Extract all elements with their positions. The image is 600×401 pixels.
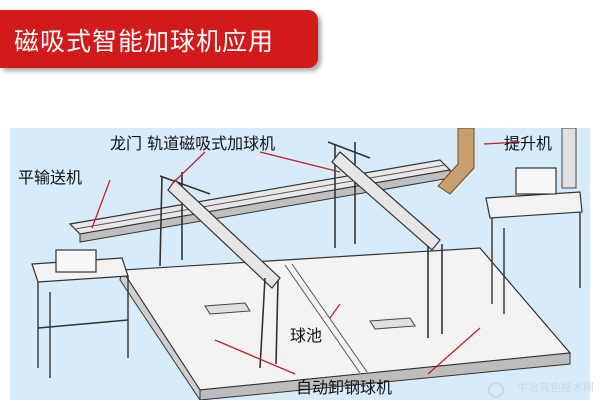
boom-center: [331, 151, 441, 251]
watermark: 中冶有色技术网: [517, 381, 594, 394]
label-ball-pool: 球池: [290, 326, 323, 345]
pool-side-wall: [199, 352, 571, 400]
boom-left: [167, 179, 281, 289]
page-title: 磁吸式智能加球机应用: [14, 27, 275, 56]
right-hopper-top: [485, 191, 583, 219]
leg-left-b: [275, 279, 279, 365]
title-banner: 磁吸式智能加球机应用: [0, 10, 318, 68]
pool-divider-2: [291, 263, 368, 373]
rail-centerline: [74, 164, 446, 230]
left-hopper-box: [55, 249, 97, 273]
leg-left-a: [259, 277, 266, 369]
unloader-grate-2: [204, 302, 251, 315]
right-station-frame: [491, 212, 581, 314]
watermark-logo-icon: [488, 382, 504, 398]
unloader-grate-1: [369, 317, 416, 330]
label-conveyor: 平输送机: [18, 168, 83, 187]
callout-lines: [91, 141, 521, 375]
right-hopper-box: [515, 167, 557, 195]
equipment-drawing: [31, 128, 583, 400]
label-elevator: 提升机: [504, 134, 553, 153]
elevator-column: [561, 128, 577, 189]
pool-divider: [284, 264, 361, 374]
elevator-chute: [437, 128, 475, 195]
label-gantry: 龙门 轨道磁吸式加球机: [110, 134, 276, 153]
label-unloader: 自动卸钢球机: [296, 378, 393, 397]
equipment-diagram: 龙门 轨道磁吸式加球机 提升机 平输送机 球池 自动卸钢球机: [10, 128, 590, 400]
left-station-frame: [37, 276, 129, 378]
